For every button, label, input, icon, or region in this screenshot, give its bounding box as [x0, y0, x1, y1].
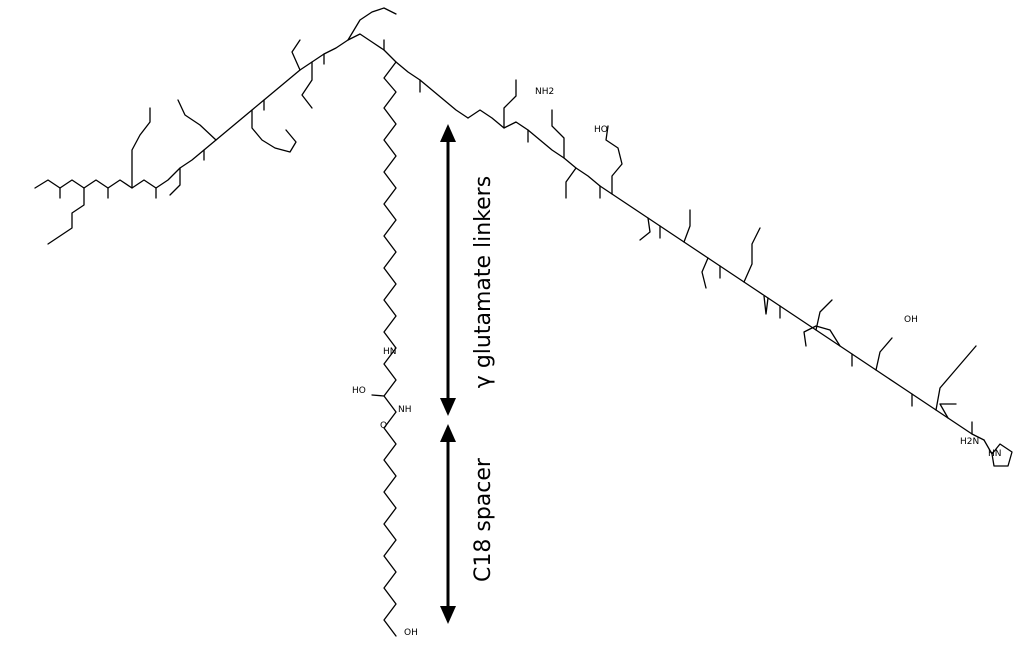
c18-acid-oh: OH — [404, 628, 418, 638]
left-peptide-chain — [34, 7, 469, 245]
linker-hn: HN — [383, 347, 397, 357]
side-chain-oh: OH — [904, 315, 918, 325]
linker-and-spacer-chain — [371, 61, 397, 637]
atom-labels: OH HO H2N HN NH HN OH HO O NH2 — [352, 87, 1002, 638]
spacer-label: C18 spacer — [471, 457, 496, 582]
linker-nh: NH — [398, 405, 412, 415]
glu-acid-ho: HO — [352, 386, 366, 396]
annotations: γ glutamate linkers C18 spacer — [440, 124, 496, 624]
spacer-arrow-head-bottom — [440, 606, 456, 624]
n-terminus-h2n: H2N — [960, 437, 979, 447]
linker-label: γ glutamate linkers — [471, 176, 496, 388]
linker-arrow-head-top — [440, 124, 456, 142]
carbonyl-o: O — [380, 421, 387, 431]
right-peptide-chain — [467, 79, 1013, 467]
linker-arrow-head-bottom — [440, 398, 456, 416]
side-chain-ho: HO — [594, 125, 608, 135]
spacer-arrow-head-top — [440, 424, 456, 442]
imidazole-hn: HN — [988, 449, 1002, 459]
gln-nh2: NH2 — [535, 87, 554, 97]
